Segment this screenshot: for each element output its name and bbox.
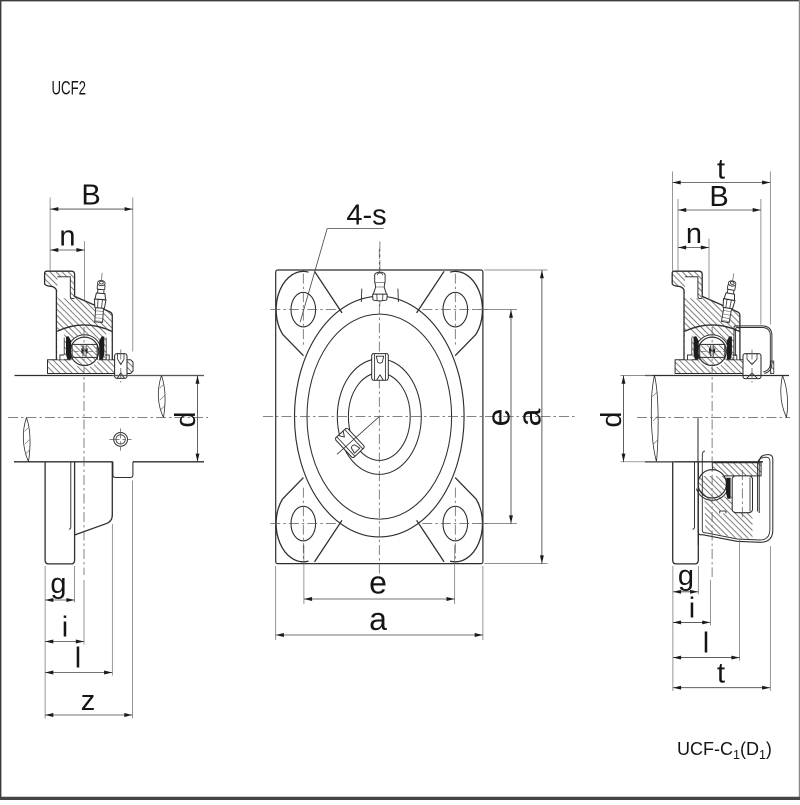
svg-text:B: B (709, 181, 728, 213)
svg-text:e: e (369, 565, 387, 601)
svg-text:B: B (81, 180, 100, 212)
svg-text:n: n (59, 220, 75, 252)
svg-text:z: z (81, 685, 96, 717)
svg-text:a: a (512, 408, 548, 426)
svg-text:4-s: 4-s (346, 200, 386, 232)
svg-text:d: d (170, 411, 202, 427)
svg-text:i: i (62, 612, 68, 644)
svg-text:g: g (50, 568, 66, 600)
svg-text:t: t (717, 658, 725, 690)
svg-text:n: n (686, 218, 702, 250)
svg-text:d: d (596, 411, 628, 427)
svg-text:l: l (703, 628, 709, 660)
svg-text:g: g (678, 560, 694, 592)
svg-text:a: a (369, 601, 387, 637)
svg-text:i: i (689, 592, 695, 624)
svg-text:UCF2: UCF2 (52, 79, 87, 100)
svg-text:UCF-C1(D1): UCF-C1(D1) (677, 739, 772, 762)
svg-text:l: l (75, 643, 81, 675)
